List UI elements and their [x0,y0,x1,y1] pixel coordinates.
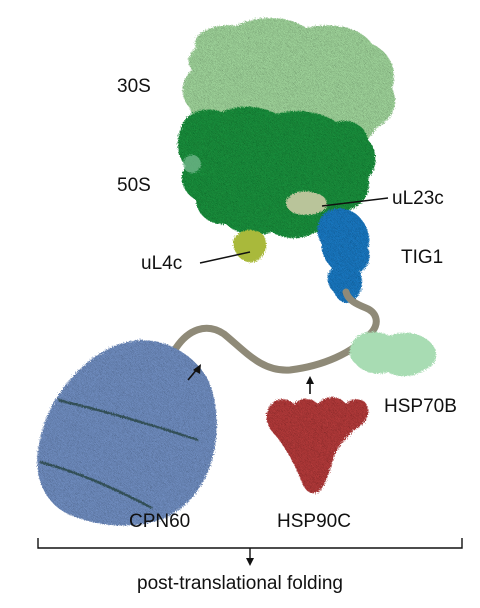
nascent-chain [172,288,380,374]
arrow-hsp90c-to-chain [306,376,314,394]
caption-post-translational-folding: post-translational folding [137,573,343,594]
tig1-protein [317,208,370,303]
ul23c-protein [285,191,327,215]
hsp70b-protein [349,331,437,377]
bracket [37,538,463,549]
ul4c-protein [233,230,267,263]
cpn60-complex [37,340,217,526]
leader-ul4c [199,251,251,264]
label-hsp90c: HSP90C [277,511,351,532]
leader-ul23c [321,197,389,207]
label-cpn60: CPN60 [129,511,191,532]
label-tig1: TIG1 [401,247,444,268]
label-ul4c: uL4c [141,253,183,274]
arrow-bracket-to-caption [246,548,254,566]
label-ul23c: uL23c [392,188,444,209]
label-30s: 30S [117,76,151,97]
label-50s: 50S [117,175,151,196]
arrow-cpn60-to-chain [187,364,201,381]
label-hsp70b: HSP70B [384,396,457,417]
hsp90c-protein [266,397,369,494]
